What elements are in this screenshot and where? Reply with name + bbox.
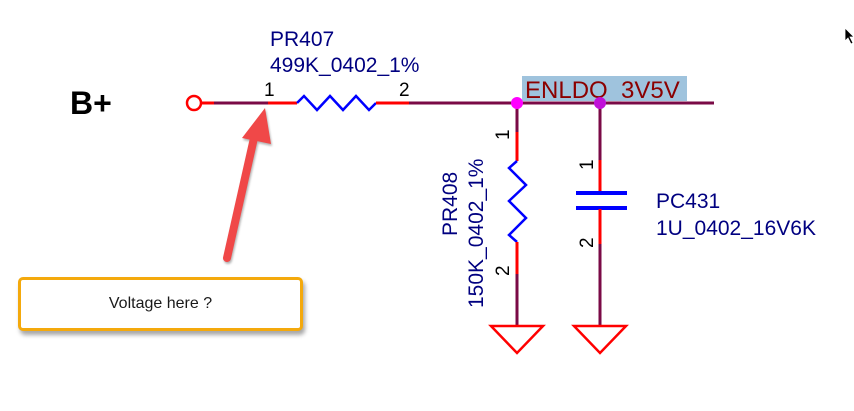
pc431-pin1-number: 1 [577,159,598,170]
pc431-ref: PC431 [656,190,720,213]
annotation-callout: Voltage here ? [18,277,303,331]
pr408-pin1-number: 1 [493,129,514,140]
input-port-icon[interactable] [185,94,203,112]
ground-icon [488,324,546,355]
mouse-pointer-icon [844,27,854,45]
junction-dot [594,97,606,109]
pr408-pin2-number: 2 [493,265,514,276]
junction-dot [511,97,523,109]
callout-text: Voltage here ? [108,295,213,312]
pc431-value: 1U_0402_16V6K [656,217,816,240]
pr407-pin2-number: 2 [399,80,410,101]
ground-icon [571,324,629,355]
pr407-pin1-number: 1 [264,80,275,101]
pr408-value: 150K_0402_1% [465,159,488,308]
annotation-arrow [223,108,271,262]
net-label-highlight [522,76,687,101]
net-label-b-plus: B+ [70,85,112,121]
arrow-shaft [223,134,258,262]
pr407-resistor-symbol[interactable] [296,94,377,112]
pr407-value: 499K_0402_1% [270,54,419,77]
pr407-ref: PR407 [270,28,334,51]
pr408-resistor-symbol[interactable] [507,160,528,243]
arrow-head-icon [242,108,271,144]
pc431-pin2-number: 2 [577,237,598,248]
pr408-ref: PR408 [439,172,462,236]
